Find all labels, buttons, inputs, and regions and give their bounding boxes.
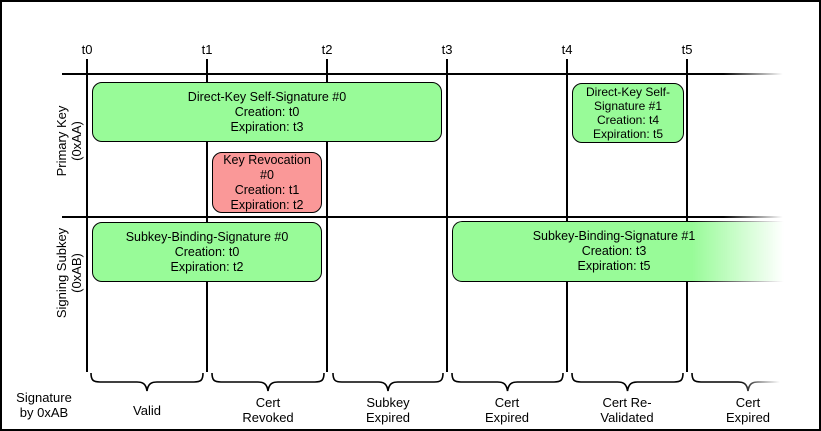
phase-brace-valid bbox=[90, 373, 204, 393]
timeline-gridline-t2 bbox=[326, 59, 328, 372]
phase-label-line: Revoked bbox=[242, 410, 294, 425]
box-creation: Creation: t0 bbox=[234, 104, 300, 119]
box-key-revocation-0: Key Revocation #0 Creation: t1 Expiratio… bbox=[212, 152, 322, 213]
phase-label-line: Cert Re- bbox=[602, 395, 652, 410]
box-title: Subkey-Binding-Signature #0 bbox=[125, 229, 289, 244]
tick-label-t1: t1 bbox=[201, 42, 213, 57]
box-title: Direct-Key Self-Signature #0 bbox=[187, 89, 347, 104]
phase-brace-cert-revoked bbox=[211, 373, 325, 393]
phase-label-cert-expired-2: Cert Expired bbox=[700, 394, 796, 426]
box-creation: Creation: t1 bbox=[234, 182, 300, 197]
box-subkey-binding-signature-1: Subkey-Binding-Signature #1 Creation: t3… bbox=[452, 221, 805, 282]
row-name: Signing Subkey bbox=[54, 227, 69, 319]
phase-label-line: Valid bbox=[133, 402, 161, 418]
row-key-id: (0xAB) bbox=[69, 253, 84, 293]
phase-brace-subkey-expired bbox=[332, 373, 444, 393]
timeline-gridline-t3 bbox=[446, 59, 448, 372]
box-title: Subkey-Binding-Signature #1 bbox=[532, 229, 696, 243]
box-creation: Creation: t4 bbox=[596, 113, 660, 127]
tick-label-t3: t3 bbox=[441, 42, 453, 57]
box-expiration: Expiration: t2 bbox=[170, 259, 244, 274]
phase-brace-cert-expired-1 bbox=[451, 373, 564, 393]
phase-label-line: Cert bbox=[255, 395, 281, 410]
axis-label-line: Signature bbox=[16, 390, 72, 405]
timeline-gridline-t1 bbox=[206, 59, 208, 372]
tick-label-t2: t2 bbox=[321, 42, 333, 57]
phase-label-line: Expired bbox=[365, 410, 411, 425]
box-direct-key-self-signature-1: Direct-Key Self-Signature #1 Creation: t… bbox=[572, 83, 684, 143]
timeline-gridline-t5 bbox=[686, 59, 688, 372]
primary-key-axis-line bbox=[62, 73, 805, 75]
box-title: Key Revocation #0 bbox=[223, 152, 311, 182]
row-label-primary-key: Primary Key (0xAA) bbox=[53, 81, 85, 201]
box-expiration: Expiration: t5 bbox=[577, 259, 651, 273]
tick-label-t0: t0 bbox=[81, 42, 93, 57]
box-title: Direct-Key Self-Signature #1 bbox=[585, 85, 671, 113]
row-label-signing-subkey: Signing Subkey (0xAB) bbox=[53, 213, 85, 333]
phase-label-line: Expired bbox=[725, 410, 771, 425]
timeline-gridline-t0 bbox=[86, 59, 88, 372]
phase-brace-cert-revalidated bbox=[571, 373, 684, 393]
phase-label-cert-revoked: Cert Revoked bbox=[220, 394, 316, 426]
timeline-gridline-t4 bbox=[566, 59, 568, 372]
phase-label-line: Expired bbox=[484, 410, 530, 425]
box-creation: Creation: t3 bbox=[581, 244, 647, 258]
signing-subkey-axis-line bbox=[62, 216, 805, 218]
phase-label-valid: Valid bbox=[99, 394, 195, 426]
box-expiration: Expiration: t5 bbox=[592, 127, 664, 141]
axis-label-line: by 0xAB bbox=[19, 405, 69, 420]
row-name: Primary Key bbox=[54, 105, 69, 177]
phase-label-subkey-expired: Subkey Expired bbox=[340, 394, 436, 426]
phase-label-cert-revalidated: Cert Re- Validated bbox=[579, 394, 675, 426]
row-key-id: (0xAA) bbox=[69, 121, 84, 161]
phase-brace-cert-expired-2 bbox=[691, 373, 805, 393]
box-expiration: Expiration: t2 bbox=[230, 197, 304, 212]
box-direct-key-self-signature-0: Direct-Key Self-Signature #0 Creation: t… bbox=[92, 82, 442, 142]
phase-label-cert-expired-1: Cert Expired bbox=[459, 394, 555, 426]
box-subkey-binding-signature-0: Subkey-Binding-Signature #0 Creation: t0… bbox=[92, 222, 322, 282]
tick-label-t5: t5 bbox=[681, 42, 693, 57]
box-expiration: Expiration: t3 bbox=[230, 119, 304, 134]
phase-label-line: Cert bbox=[494, 395, 520, 410]
axis-label-signature-by-0xab: Signature by 0xAB bbox=[7, 390, 81, 420]
phase-label-line: Subkey bbox=[366, 395, 410, 410]
phase-label-line: Validated bbox=[600, 410, 654, 425]
phase-label-line: Cert bbox=[735, 395, 761, 410]
box-creation: Creation: t0 bbox=[174, 244, 240, 259]
tick-label-t4: t4 bbox=[561, 42, 573, 57]
